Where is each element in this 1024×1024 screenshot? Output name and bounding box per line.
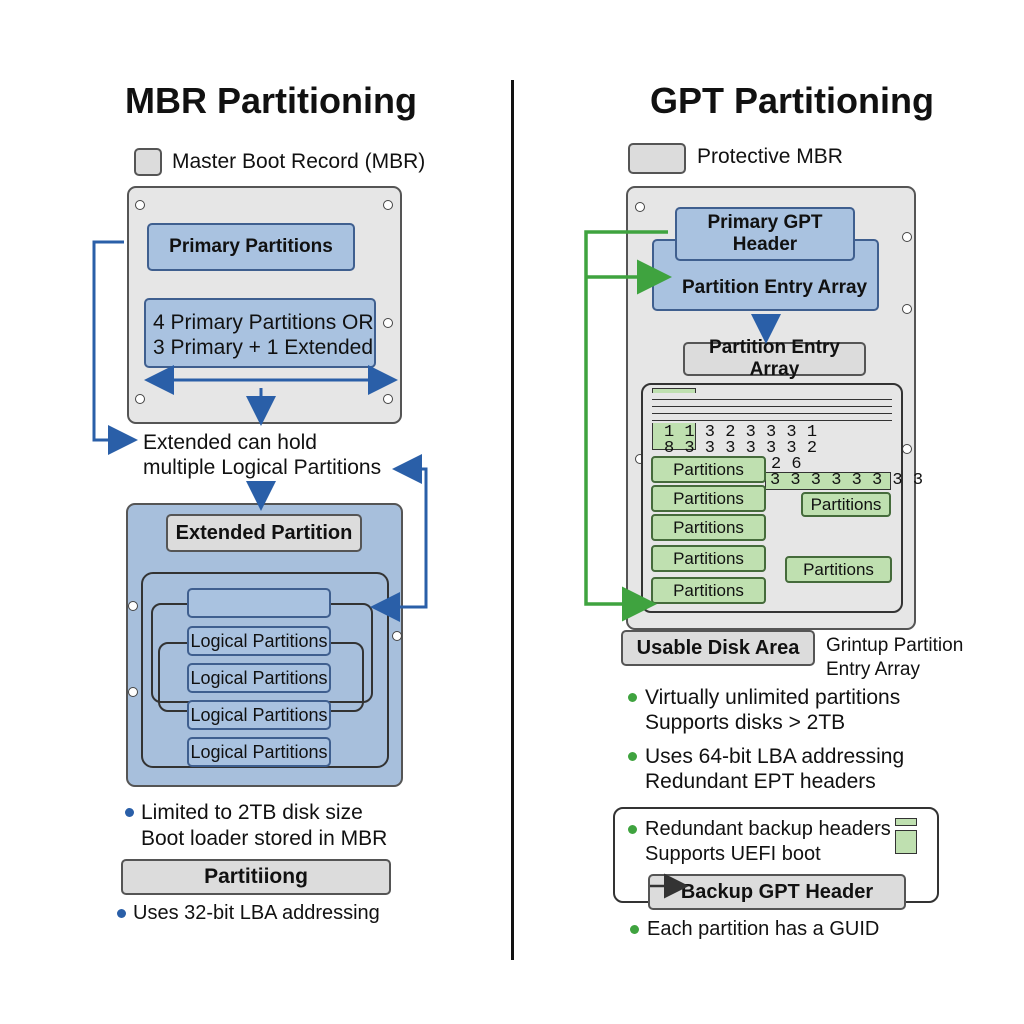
mbr-loop-arrow: [370, 454, 428, 622]
logical-partition-1: Logical Partitions: [187, 626, 331, 656]
gpt-bullet1-line2: Supports disks > 2TB: [645, 711, 846, 734]
mbr-legend-label: Master Boot Record (MBR): [172, 150, 426, 173]
gpt-legend-swatch: [628, 143, 686, 174]
gpt-grinup-line2: Entry Array: [826, 659, 920, 680]
gpt-partition-6: Partitions: [785, 556, 892, 583]
gpt-partition-7: Partitions: [651, 577, 766, 604]
gpt-legend-label: Protective MBR: [697, 145, 843, 168]
mbr-legend-swatch: [134, 148, 162, 176]
gpt-grid-bottom-strip: [765, 472, 891, 490]
gpt-partition-1: Partitions: [651, 456, 766, 483]
mbr-partition-rule: 4 Primary Partitions OR 3 Primary + 1 Ex…: [144, 298, 376, 368]
gpt-bullet-dot-4: [630, 925, 639, 934]
gpt-backup-header: Backup GPT Header: [648, 874, 906, 910]
mbr-bullet1-line1: Limited to 2TB disk size: [141, 801, 363, 824]
gpt-grid-row-2: 8 3 3 3 3 3 3 2: [664, 439, 818, 458]
gpt-partition-3: Partitions: [801, 492, 891, 517]
mbr-bullet-dot-1: [125, 808, 134, 817]
logical-outline-outer: [141, 572, 389, 768]
logical-empty-slot: [187, 588, 331, 618]
logical-partition-4: Logical Partitions: [187, 737, 331, 767]
gpt-title: GPT Partitioning: [650, 80, 934, 121]
mbr-bullet1-line2: Boot loader stored in MBR: [141, 827, 388, 850]
gpt-partition-5: Partitions: [651, 545, 766, 572]
gpt-grid-small: 2 6: [771, 455, 802, 474]
mbr-bracket-arrow: [92, 240, 138, 455]
gpt-primary-header: Primary GPT Header: [675, 207, 855, 261]
gpt-bullet2-line2: Redundant EPT headers: [645, 770, 876, 793]
gpt-entry-array-top: Partition Entry Array: [682, 277, 868, 298]
mbr-primary-partitions: Primary Partitions: [147, 223, 355, 271]
gpt-entry-array-mid: Partition Entry Array: [683, 337, 866, 380]
gpt-grid-row-3: 3 3 3 3 3 3 3 3: [770, 471, 924, 490]
gpt-usable-area: Usable Disk Area: [621, 630, 815, 666]
gpt-bullet3: Each partition has a GUID: [647, 918, 880, 940]
gpt-backup-line1: Redundant backup headers: [645, 818, 891, 840]
gpt-partition-2: Partitions: [651, 485, 766, 512]
gpt-grid-row-1: 1 1 3 2 3 3 3 1: [664, 423, 818, 442]
backup-disk-icon: [895, 818, 917, 854]
gpt-bracket-arrow: [584, 230, 672, 622]
mbr-footer-box: Partitiiong: [121, 859, 391, 895]
gpt-bullet-dot-1: [628, 693, 637, 702]
gpt-partition-4: Partitions: [651, 514, 766, 541]
mbr-bullet2: Uses 32-bit LBA addressing: [133, 902, 380, 924]
gpt-bullet-dot-2: [628, 752, 637, 761]
mbr-title: MBR Partitioning: [125, 80, 417, 121]
gpt-bullet1-line1: Virtually unlimited partitions: [645, 686, 901, 709]
center-divider: [511, 80, 514, 960]
mbr-extended-note-line2: multiple Logical Partitions: [143, 456, 382, 479]
mbr-extended-note-line1: Extended can hold: [143, 431, 317, 454]
gpt-bullet2-line1: Uses 64-bit LBA addressing: [645, 745, 905, 768]
logical-partition-3: Logical Partitions: [187, 700, 331, 730]
gpt-backup-line2: Supports UEFI boot: [645, 843, 821, 865]
mbr-extended-partition: Extended Partition: [166, 514, 362, 552]
gpt-bullet-dot-3: [628, 825, 637, 834]
mbr-bullet-dot-2: [117, 909, 126, 918]
logical-partition-2: Logical Partitions: [187, 663, 331, 693]
gpt-table-rules: [652, 393, 892, 423]
gpt-grinup-line1: Grintup Partition: [826, 635, 964, 656]
